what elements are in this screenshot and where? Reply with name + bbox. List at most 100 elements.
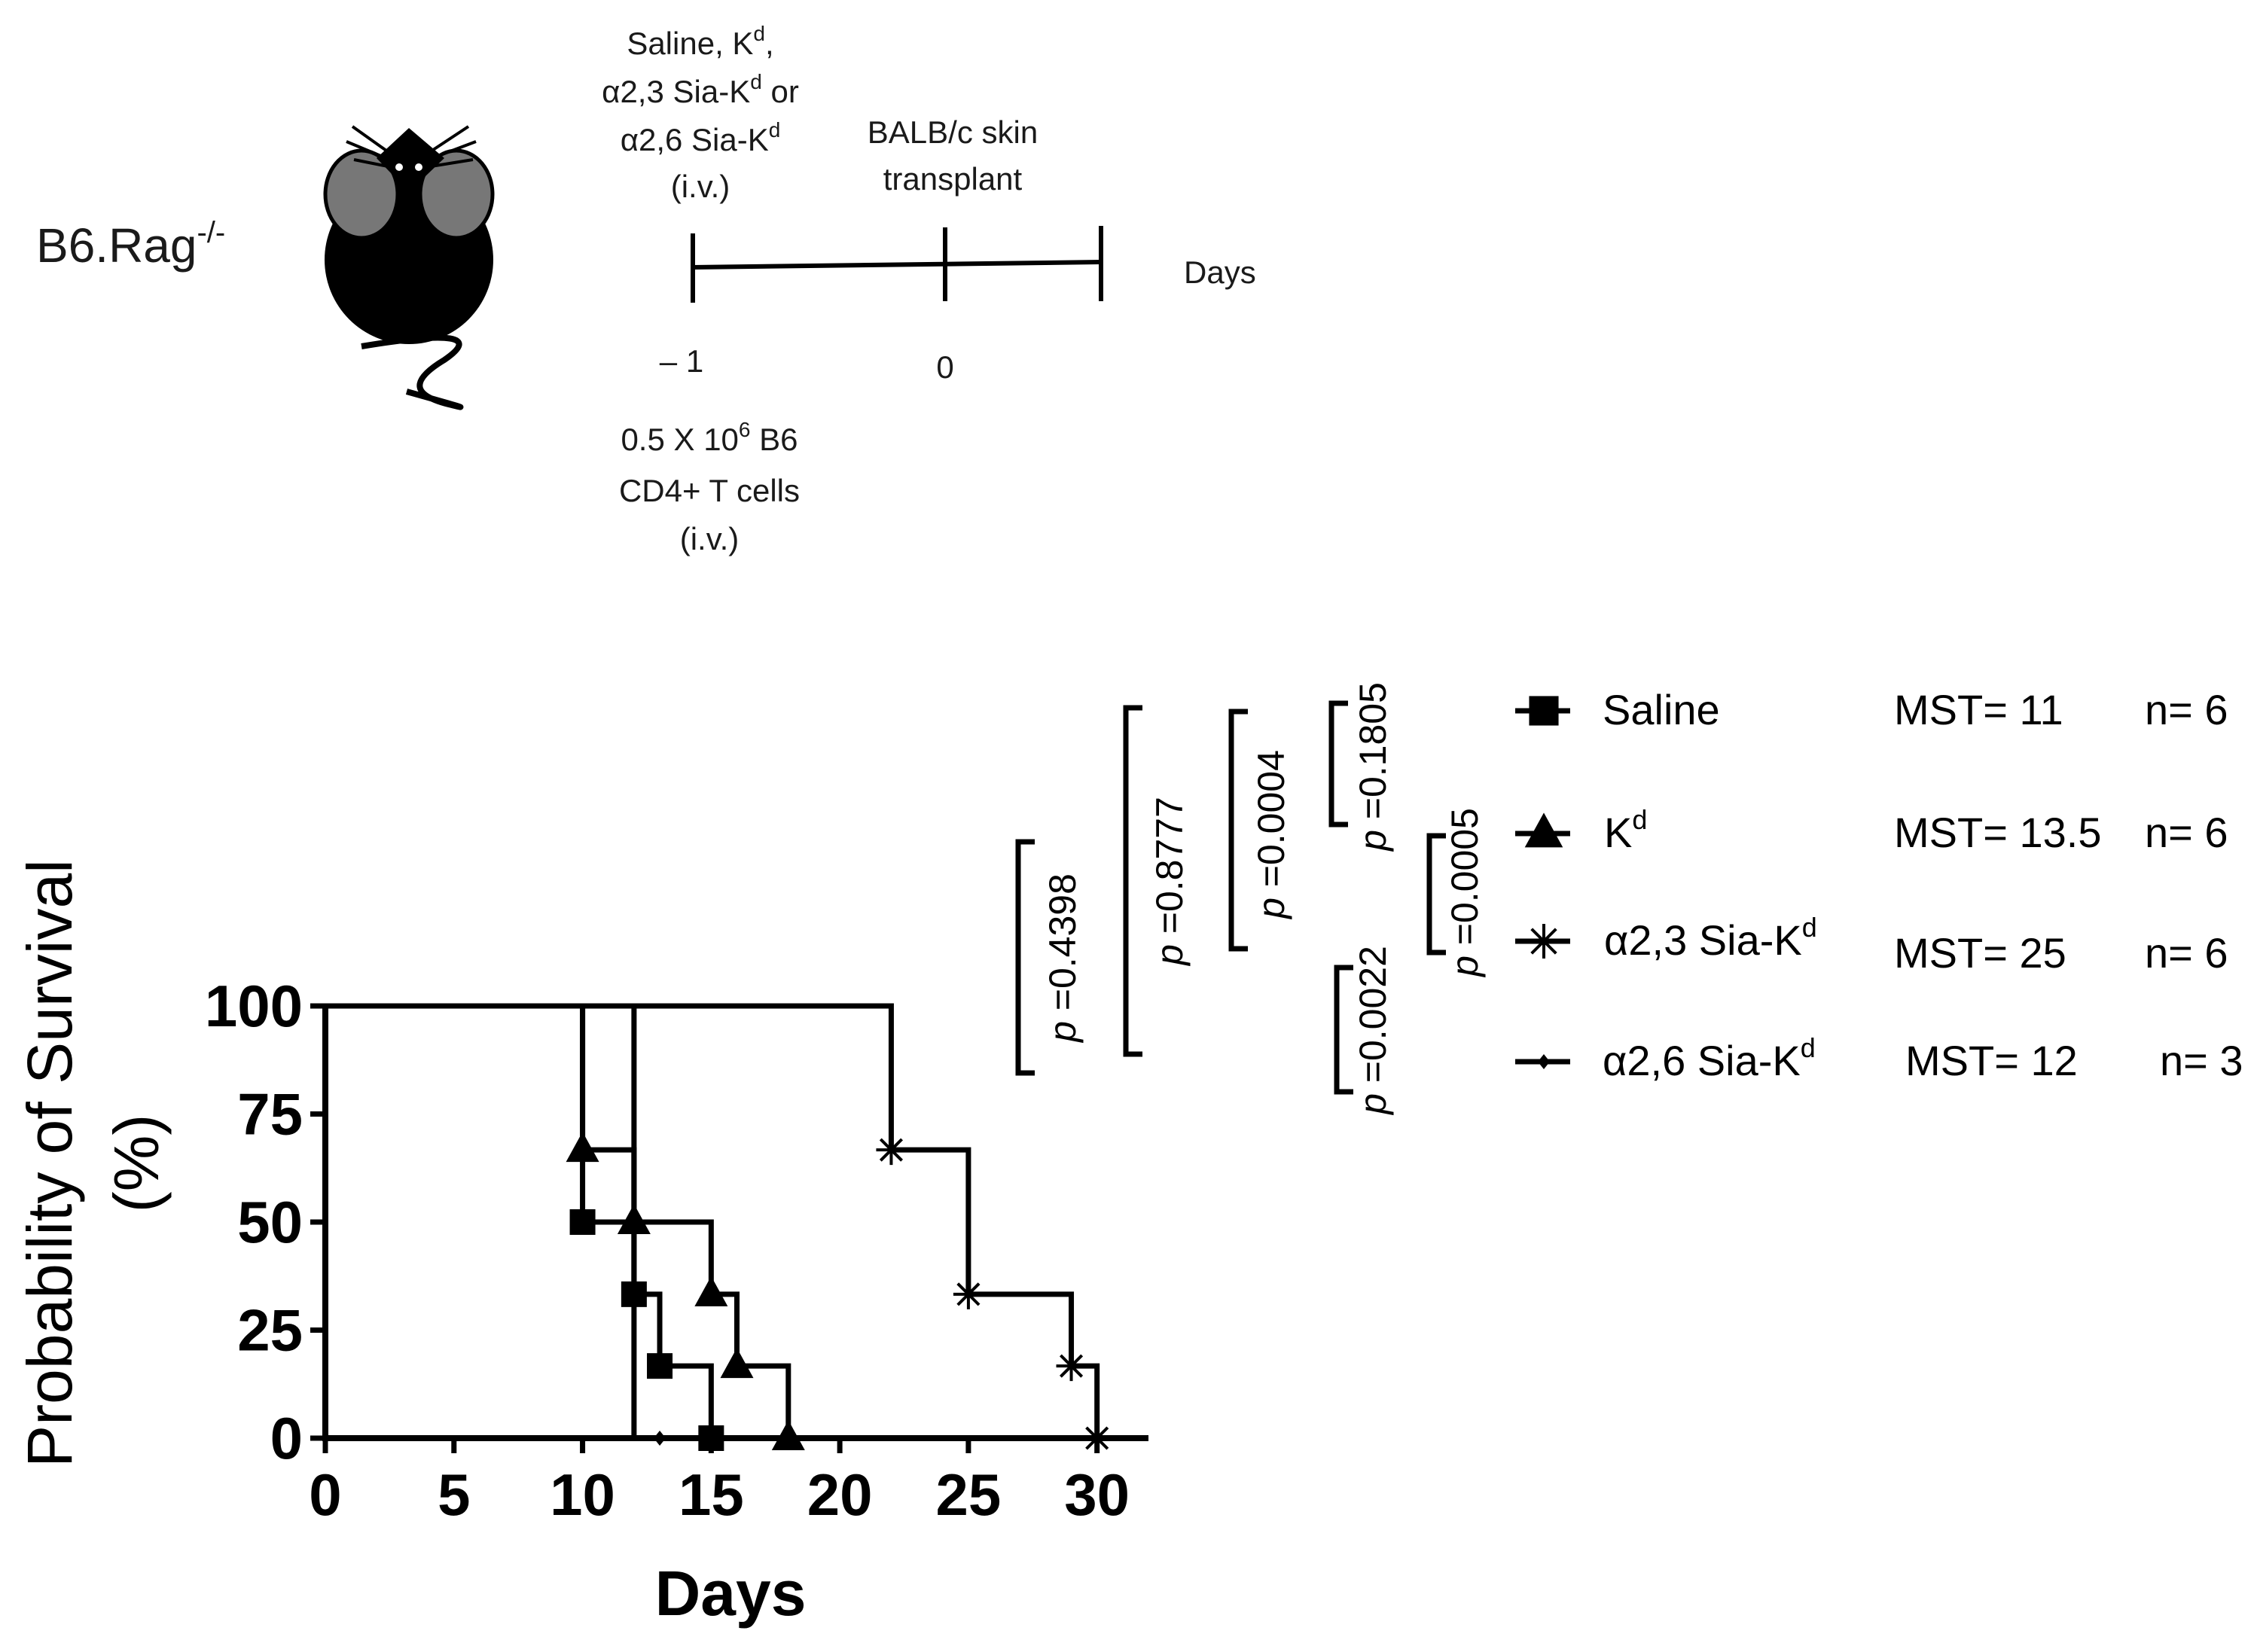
x-axis-label: Days <box>655 1558 807 1629</box>
transplant-line-2: transplant <box>883 161 1023 197</box>
treatment-line-4: (i.v.) <box>671 169 730 204</box>
y-tick-label: 50 <box>237 1189 303 1255</box>
treatment-line-3: α2,6 Sia-Kd <box>621 118 781 157</box>
chart-ticks: 0 5 10 15 20 25 30 0 25 50 75 100 <box>205 973 1130 1528</box>
square-marker <box>647 1353 673 1379</box>
cells-line-1: 0.5 X 106 B6 <box>621 418 798 457</box>
p-value-label: p =0.8777 <box>1148 797 1191 967</box>
bracket-line <box>1123 705 1142 1057</box>
legend-superscript: d <box>1802 912 1817 943</box>
p-value: =0.0022 <box>1352 946 1394 1083</box>
cells-line-3: (i.v.) <box>680 521 740 556</box>
p-bracket: p =0.0004 <box>1228 709 1292 952</box>
p-value: =0.8777 <box>1148 797 1191 934</box>
legend-superscript: d <box>1632 804 1647 835</box>
triangle-marker <box>720 1348 754 1379</box>
p-value-label: p =0.0004 <box>1250 750 1292 920</box>
triangle-marker <box>1524 812 1563 848</box>
asterisk-stroke <box>879 1138 903 1162</box>
legend-series-name: α2,3 Sia-Kd <box>1604 912 1817 964</box>
timeline-tick-zero: 0 <box>936 349 953 385</box>
legend-n: n= 6 <box>2145 686 2228 733</box>
p-value: =0.0004 <box>1250 750 1292 887</box>
p-symbol: p <box>1148 934 1191 967</box>
square-marker <box>621 1281 647 1307</box>
asterisk-marker <box>953 1279 984 1309</box>
x-tick-label: 0 <box>309 1462 341 1528</box>
timeline-label: Days <box>1184 255 1256 290</box>
asterisk-stroke <box>1085 1426 1109 1450</box>
x-tick-label: 10 <box>550 1462 615 1528</box>
p-value: =0.4398 <box>1042 873 1084 1010</box>
p-symbol: p <box>1444 945 1486 978</box>
asterisk-stroke <box>1530 928 1557 955</box>
legend-n: n= 3 <box>2160 1037 2243 1084</box>
square-marker <box>698 1425 724 1451</box>
legend-entry: Saline MST= 11 n= 6 <box>1515 686 2228 733</box>
p-value-label: p =0.0022 <box>1352 946 1394 1116</box>
bracket-line <box>1426 833 1446 956</box>
p-bracket: p =0.1805 <box>1328 682 1394 852</box>
y-axis-label-line-2: (%) <box>101 1114 172 1213</box>
y-tick-label: 100 <box>205 973 303 1039</box>
p-value: =0.0005 <box>1444 808 1486 945</box>
cells-line-2: CD4+ T cells <box>619 473 800 508</box>
p-bracket: p =0.8777 <box>1123 705 1191 1057</box>
p-symbol: p <box>1250 887 1292 920</box>
treatment-line-2: α2,3 Sia-Kd or <box>602 70 799 109</box>
triangle-marker <box>694 1276 728 1306</box>
bracket-line <box>1328 700 1348 828</box>
timeline-tick-minus1: – 1 <box>660 343 703 379</box>
legend-mst: MST= 12 <box>1905 1037 2078 1084</box>
y-tick-label: 0 <box>270 1405 303 1471</box>
asterisk-marker <box>876 1135 907 1166</box>
asterisk-stroke <box>956 1282 981 1306</box>
legend-n: n= 6 <box>2145 929 2228 977</box>
p-value: =0.1805 <box>1352 682 1394 819</box>
x-tick-label: 30 <box>1064 1462 1130 1528</box>
triangle-marker <box>617 1204 651 1234</box>
p-value-label: p =0.0005 <box>1444 808 1486 978</box>
asterisk-marker <box>1056 1351 1087 1382</box>
x-tick-label: 20 <box>807 1462 873 1528</box>
survival-curves <box>325 1003 1100 1438</box>
p-value-label: p =0.4398 <box>1042 873 1084 1044</box>
p-symbol: p <box>1352 1083 1394 1116</box>
p-value-label: p =0.1805 <box>1352 682 1394 852</box>
bracket-line <box>1228 709 1248 952</box>
legend-mst: MST= 13.5 <box>1894 809 2101 856</box>
strain-label: B6.Rag-/- <box>36 216 225 273</box>
legend-entry: α2,3 Sia-Kd MST= 25 n= 6 <box>1515 912 2228 977</box>
survival-chart: 0 5 10 15 20 25 30 0 25 50 75 100 Probability of Su… <box>14 859 1148 1629</box>
dot-marker <box>654 1431 666 1446</box>
asterisk-stroke <box>1059 1354 1084 1378</box>
x-tick-label: 15 <box>679 1462 744 1528</box>
p-bracket: p =0.4398 <box>1015 839 1084 1076</box>
x-tick-label: 5 <box>438 1462 470 1528</box>
asterisk-marker <box>1527 924 1561 959</box>
legend-series-name: α2,6 Sia-Kd <box>1603 1032 1816 1084</box>
curve-triangle <box>325 1003 791 1438</box>
legend-n: n= 6 <box>2145 809 2228 856</box>
y-tick-label: 25 <box>237 1297 303 1364</box>
triangle-marker <box>566 1132 599 1163</box>
legend-mst: MST= 11 <box>1894 686 2063 733</box>
legend-series-name: Saline <box>1603 686 1720 733</box>
dot-marker <box>1538 1054 1550 1069</box>
y-tick-label: 75 <box>237 1081 303 1148</box>
asterisk-marker <box>1081 1423 1112 1453</box>
p-symbol: p <box>1352 819 1394 852</box>
legend-superscript: d <box>1801 1032 1816 1063</box>
bracket-line <box>1015 839 1035 1076</box>
p-bracket: p =0.0005 <box>1426 808 1486 978</box>
x-tick-label: 25 <box>936 1462 1002 1528</box>
p-symbol: p <box>1042 1010 1084 1044</box>
legend-mst: MST= 25 <box>1894 929 2066 977</box>
survival-markers <box>566 1132 1112 1453</box>
treatment-line-1: Saline, Kd, <box>627 22 773 61</box>
transplant-line-1: BALB/c skin <box>868 114 1038 150</box>
y-axis-label-line-1: Probability of Survival <box>14 859 85 1468</box>
